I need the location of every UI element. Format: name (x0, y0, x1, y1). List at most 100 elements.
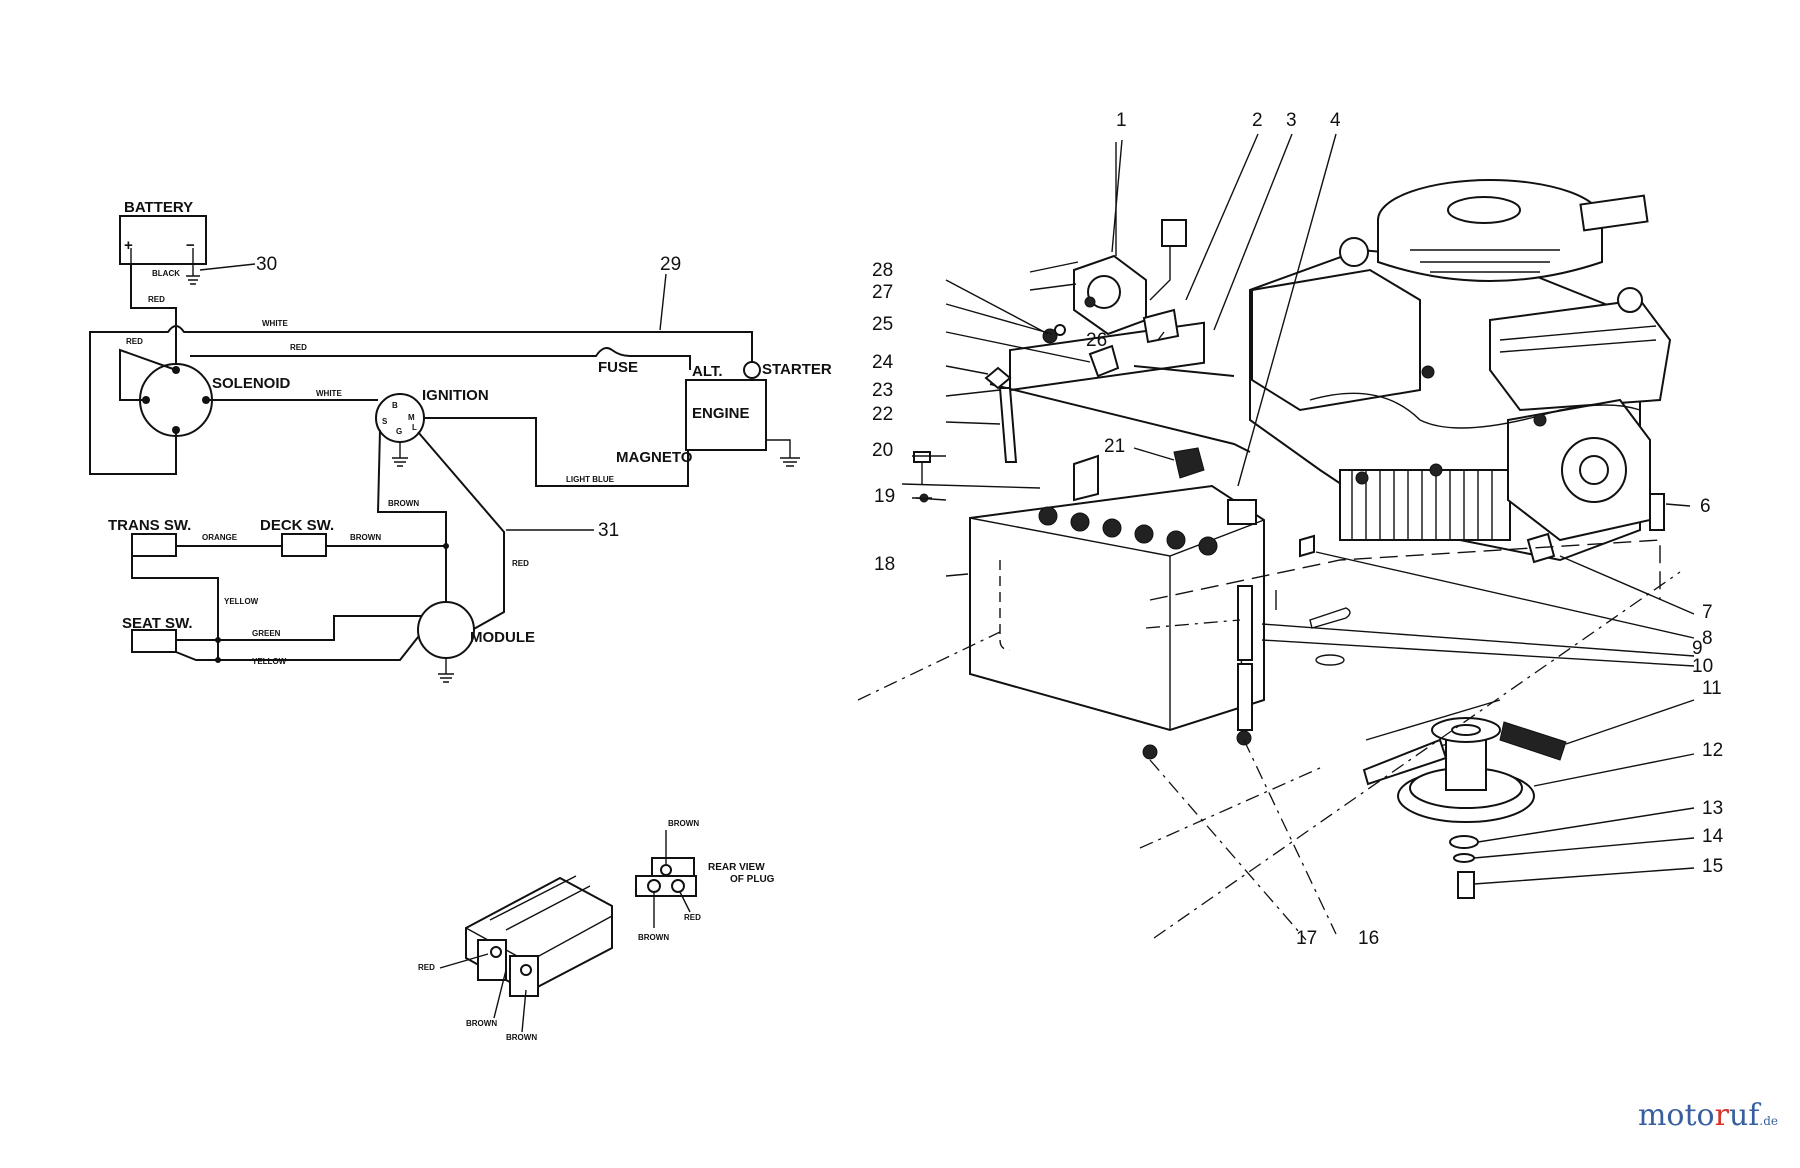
watermark-text-a: moto (1637, 1098, 1715, 1133)
part-1: 1 (1116, 110, 1127, 131)
magneto-label: MAGNETO (616, 449, 693, 466)
nut-17 (1142, 744, 1158, 760)
orange-wire-label: ORANGE (202, 533, 238, 542)
seat-sw-label: SEAT SW. (122, 615, 193, 632)
holddown-rod (989, 383, 1251, 453)
white-wire-label-1: WHITE (262, 319, 288, 328)
part-17: 17 (1296, 928, 1317, 949)
engine-label: ENGINE (692, 405, 750, 422)
part-7: 7 (1702, 602, 1713, 623)
part-3: 3 (1286, 110, 1297, 131)
part-10: 10 (1692, 656, 1713, 677)
part-16: 16 (1358, 928, 1379, 949)
ign-l: L (412, 423, 417, 432)
alt-label: ALT. (692, 363, 723, 380)
red-wire-label-2: RED (126, 337, 143, 346)
watermark-tld: .de (1759, 1114, 1778, 1128)
ign-b: B (392, 401, 398, 410)
part-26: 26 (1086, 330, 1107, 351)
red-wire-label-3: RED (290, 343, 307, 352)
battery-plus: + (124, 237, 133, 254)
watermark-text-c: uf (1728, 1098, 1760, 1133)
bolt-20 (913, 451, 931, 463)
seat-switch-symbol (131, 629, 177, 653)
rectifier (1142, 308, 1180, 344)
part-15: 15 (1702, 856, 1723, 877)
part-2: 2 (1252, 110, 1263, 131)
part-25: 25 (872, 314, 893, 335)
starter-label: STARTER (762, 361, 832, 378)
battery-part (969, 321, 1265, 732)
plug-brown-top: BROWN (668, 819, 699, 828)
part-28: 28 (872, 260, 893, 281)
yellow-wire-label-1: YELLOW (224, 597, 259, 606)
solenoid-label: SOLENOID (212, 375, 291, 392)
part-21: 21 (1104, 436, 1125, 457)
trans-switch-symbol (131, 533, 177, 557)
battery-symbol (119, 215, 207, 265)
part-20: 20 (872, 440, 893, 461)
part-19: 19 (874, 486, 895, 507)
brown-wire-label-2: BROWN (350, 533, 381, 542)
green-wire-label: GREEN (252, 629, 281, 638)
pulley-assembly (1362, 717, 1567, 823)
callout-30: 30 (256, 254, 277, 275)
deck-switch-symbol (281, 533, 327, 557)
ign-g: G (396, 427, 402, 436)
starter-terminal (743, 361, 761, 379)
callout-31: 31 (598, 520, 619, 541)
part-11: 11 (1702, 678, 1722, 699)
part-27: 27 (872, 282, 893, 303)
engine-drawing (1249, 179, 1672, 562)
solenoid-part (1029, 219, 1187, 336)
ignition-label: IGNITION (422, 387, 489, 404)
part-13: 13 (1702, 798, 1723, 819)
module-label: MODULE (470, 629, 535, 646)
white-wire-label-2: WHITE (316, 389, 342, 398)
ign-s: S (382, 417, 388, 426)
nut-16 (1236, 730, 1252, 746)
callout-29: 29 (660, 254, 681, 275)
rear-view-label: REAR VIEW (708, 862, 765, 873)
plug-red-left: RED (418, 963, 435, 972)
fuse-label: FUSE (598, 359, 638, 376)
stud-9 (1237, 663, 1253, 731)
part-18: 18 (874, 554, 895, 575)
bolt-15 (1457, 871, 1475, 899)
stud-rod (1133, 365, 1235, 377)
plug-rear-view (635, 875, 697, 897)
watermark-logo: motoruf.de (1638, 1098, 1778, 1133)
yellow-wire-label-2: YELLOW (252, 657, 287, 666)
plug-brown-b: BROWN (506, 1033, 537, 1042)
bolt-22 (998, 387, 1018, 463)
washer-13 (1449, 835, 1479, 849)
exploded-view: 1 2 3 4 6 7 8 9 10 11 12 13 14 15 16 17 … (857, 110, 1724, 949)
part-4: 4 (1330, 110, 1341, 131)
battery-minus: − (186, 237, 195, 254)
part-6: 6 (1700, 496, 1711, 517)
washer-14 (1453, 853, 1475, 863)
black-wire-label: BLACK (152, 269, 180, 278)
wing-nut (984, 366, 1012, 390)
part-23: 23 (872, 380, 893, 401)
red-wire-label-1: RED (148, 295, 165, 304)
plug-red-right: RED (684, 913, 701, 922)
washer-28 (1054, 324, 1066, 336)
terminal-boot (1088, 344, 1120, 378)
part-24: 24 (872, 352, 894, 373)
part-22: 22 (872, 404, 893, 425)
terminal-cover (1173, 447, 1205, 479)
plug-brown-a: BROWN (466, 1019, 497, 1028)
of-plug-label: OF PLUG (730, 874, 775, 885)
engine-symbol (685, 379, 767, 451)
bolt-6 (1649, 493, 1665, 531)
battery-label: BATTERY (124, 199, 193, 216)
red-wire-label-4: RED (512, 559, 529, 568)
plug-detail: BROWN REAR VIEW OF PLUG BROWN RED RED BR… (418, 819, 775, 1042)
bolt-8 (1299, 534, 1315, 558)
trans-sw-label: TRANS SW. (108, 517, 191, 534)
wiring-schematic: BATTERY + − BLACK 30 RED SOLENOID WHITE … (89, 199, 832, 683)
part-12: 12 (1702, 740, 1723, 761)
